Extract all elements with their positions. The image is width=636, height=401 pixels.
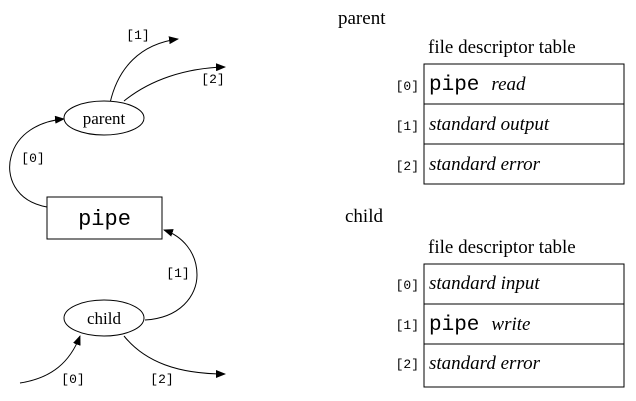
parent-fd-index-2: [2] bbox=[396, 159, 419, 174]
child-fd-row-2 bbox=[423, 343, 625, 388]
child-fd-value-1: pipe write bbox=[429, 314, 530, 337]
child-section-title: child bbox=[345, 206, 383, 227]
edge-parent-out-1 bbox=[109, 36, 179, 104]
parent-fd-table: [0] [1] [2] pipe read standard output st… bbox=[396, 63, 625, 185]
child-fd-row-1 bbox=[423, 303, 625, 345]
parent-fd-value-0-mono: pipe bbox=[429, 74, 479, 97]
child-fd-value-1-mono: pipe bbox=[429, 314, 479, 337]
edge-label-input-to-child: [0] bbox=[61, 372, 84, 387]
parent-fd-row-2 bbox=[423, 143, 625, 185]
child-fd-value-1-italic: write bbox=[491, 314, 530, 335]
edge-child-to-pipe bbox=[144, 229, 198, 321]
parent-node-label: parent bbox=[83, 109, 126, 128]
child-table-title: file descriptor table bbox=[428, 237, 576, 258]
edge-parent-out-2 bbox=[123, 63, 226, 102]
edge-child-out-2 bbox=[123, 335, 226, 378]
edge-label-pipe-to-parent: [0] bbox=[21, 151, 44, 166]
pipe-node-label: pipe bbox=[78, 207, 131, 232]
child-fd-index-1: [1] bbox=[396, 318, 419, 333]
parent-fd-value-0-italic: read bbox=[491, 74, 526, 95]
parent-fd-value-2: standard error bbox=[429, 154, 541, 175]
child-fd-row-0 bbox=[423, 263, 625, 305]
edge-label-child-out-2: [2] bbox=[150, 372, 173, 387]
pipe-node bbox=[46, 196, 163, 240]
parent-node bbox=[63, 100, 145, 136]
edge-pipe-to-parent bbox=[9, 115, 65, 208]
parent-fd-index-0: [0] bbox=[396, 79, 419, 94]
parent-fd-row-0 bbox=[423, 63, 625, 105]
parent-fd-value-0: pipe read bbox=[429, 74, 526, 97]
child-fd-value-0: standard input bbox=[429, 273, 540, 294]
parent-fd-index-1: [1] bbox=[396, 119, 419, 134]
child-fd-value-2: standard error bbox=[429, 353, 541, 374]
edge-label-child-to-pipe: [1] bbox=[166, 266, 189, 281]
child-fd-table: [0] [1] [2] standard input pipe write st… bbox=[396, 263, 625, 388]
edge-label-parent-out-2: [2] bbox=[201, 72, 224, 87]
parent-section-title: parent bbox=[338, 8, 386, 29]
child-node-label: child bbox=[87, 309, 121, 328]
child-fd-index-2: [2] bbox=[396, 357, 419, 372]
parent-fd-value-1: standard output bbox=[429, 114, 550, 135]
edge-input-to-child bbox=[19, 335, 81, 384]
parent-table-title: file descriptor table bbox=[428, 37, 576, 58]
child-fd-index-0: [0] bbox=[396, 278, 419, 293]
child-node bbox=[63, 299, 145, 337]
edge-label-parent-out-1: [1] bbox=[126, 28, 149, 43]
